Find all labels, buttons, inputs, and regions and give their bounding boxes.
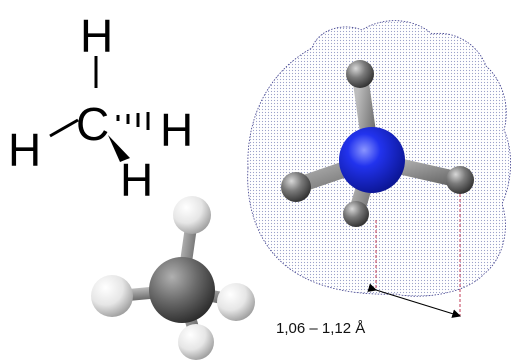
atom-h-left: H <box>8 124 41 176</box>
atom-c-center: C <box>76 98 109 150</box>
hydrogen-large-bottom <box>343 201 369 227</box>
distance-arrow <box>367 283 462 318</box>
carbon-small <box>149 257 215 323</box>
hydrogen-small-bottom <box>178 324 214 360</box>
ball-and-stick-methane-icon <box>91 196 255 360</box>
atom-h-top: H <box>80 10 113 62</box>
bond-left <box>49 118 79 138</box>
hydrogen-large-right <box>446 166 474 194</box>
bond-bottom-wedge <box>108 135 130 162</box>
hydrogen-small-right <box>217 283 255 321</box>
atom-h-right: H <box>160 104 193 156</box>
atom-h-bottom: H <box>120 154 153 206</box>
central-atom <box>339 127 405 193</box>
electron-cloud-model-icon: 1,06 – 1,12 Å <box>247 20 511 337</box>
hydrogen-small-left <box>91 275 133 317</box>
hydrogen-large-left <box>281 172 311 202</box>
hydrogen-small-top <box>173 196 211 234</box>
hydrogen-large-top <box>346 60 374 88</box>
structural-formula: H C H H H <box>8 10 193 206</box>
bond-right-hashed <box>116 112 150 130</box>
distance-label: 1,06 – 1,12 Å <box>276 320 365 337</box>
